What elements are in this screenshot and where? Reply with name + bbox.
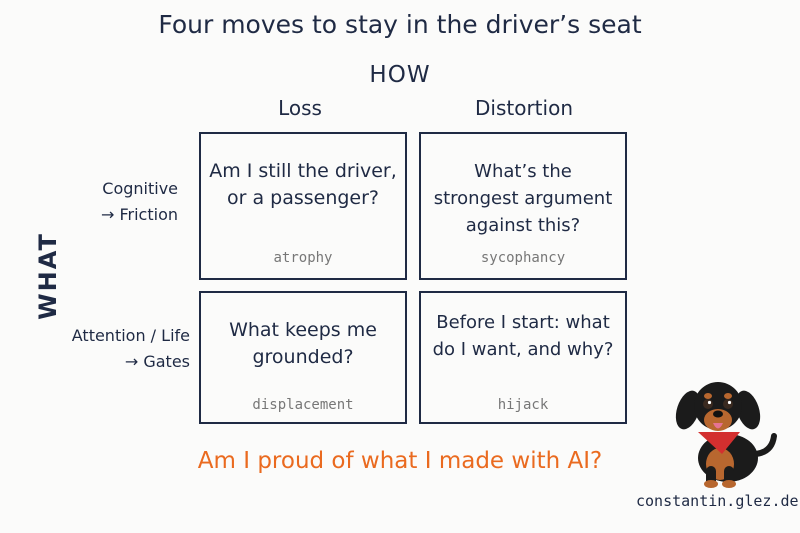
row-header-attention-line1: Attention / Life xyxy=(71,326,190,345)
cell-question: What’s the strongest argument against th… xyxy=(433,161,613,236)
row-header-cognitive-line1: Cognitive xyxy=(102,179,178,198)
cell-attention-loss: What keeps me grounded? displacement xyxy=(199,291,407,424)
website-credit: constantin.glez.de xyxy=(636,492,799,510)
cell-cognitive-distortion: What’s the strongest argument against th… xyxy=(419,132,627,280)
page-title: Four moves to stay in the driver’s seat xyxy=(158,10,642,39)
cell-tag: displacement xyxy=(252,397,354,413)
row-header-cognitive-line2: → Friction xyxy=(101,205,178,224)
cell-question: Before I start: what do I want, and why? xyxy=(432,312,614,360)
how-axis-label: HOW xyxy=(369,62,431,88)
column-header-distortion: Distortion xyxy=(475,96,573,120)
cell-tag: atrophy xyxy=(273,250,333,266)
cell-question: What keeps me grounded? xyxy=(229,319,377,368)
cell-tag: sycophancy xyxy=(480,250,566,266)
column-header-loss: Loss xyxy=(278,96,322,120)
bottom-question: Am I proud of what I made with AI? xyxy=(197,448,603,474)
row-header-attention-line2: → Gates xyxy=(124,352,190,371)
cell-tag: hijack xyxy=(497,397,549,413)
row-header-attention: Attention / Life → Gates xyxy=(50,323,190,375)
what-axis-label: WHAT xyxy=(34,232,62,320)
row-header-cognitive: Cognitive → Friction xyxy=(60,176,178,228)
cell-cognitive-loss: Am I still the driver, or a passenger? a… xyxy=(199,132,407,280)
cell-question: Am I still the driver, or a passenger? xyxy=(209,160,397,209)
cell-attention-distortion: Before I start: what do I want, and why?… xyxy=(419,291,627,424)
dachshund-mascot-illustration xyxy=(675,382,777,488)
